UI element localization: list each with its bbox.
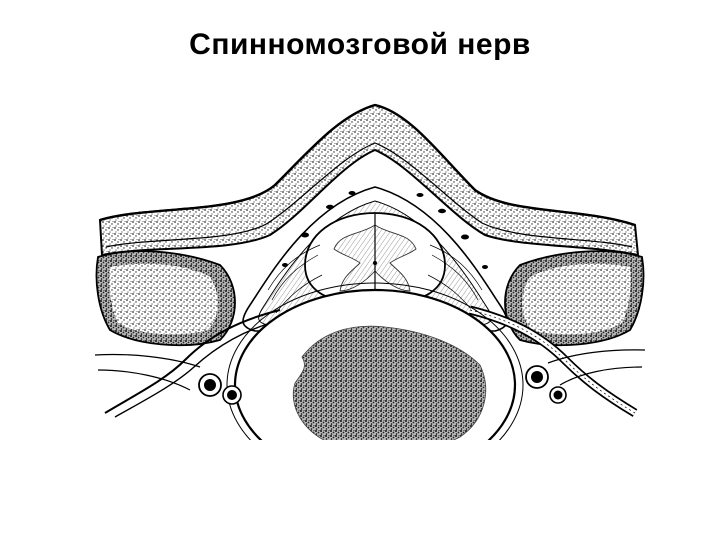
vertebral-vessels-right (525, 365, 567, 404)
spinal-nerve-illustration (90, 95, 650, 440)
vertebral-body (226, 282, 524, 440)
transverse-process-left (95, 250, 236, 347)
transverse-process-right (504, 250, 645, 347)
spinal-nerve (468, 305, 638, 417)
spinal-cord (267, 212, 483, 314)
vertebral-arch (98, 103, 640, 257)
connective-tissue-lines (94, 349, 646, 391)
vertebral-vessels-left (198, 373, 242, 405)
slide-title: Спинномозговой нерв (189, 28, 531, 61)
